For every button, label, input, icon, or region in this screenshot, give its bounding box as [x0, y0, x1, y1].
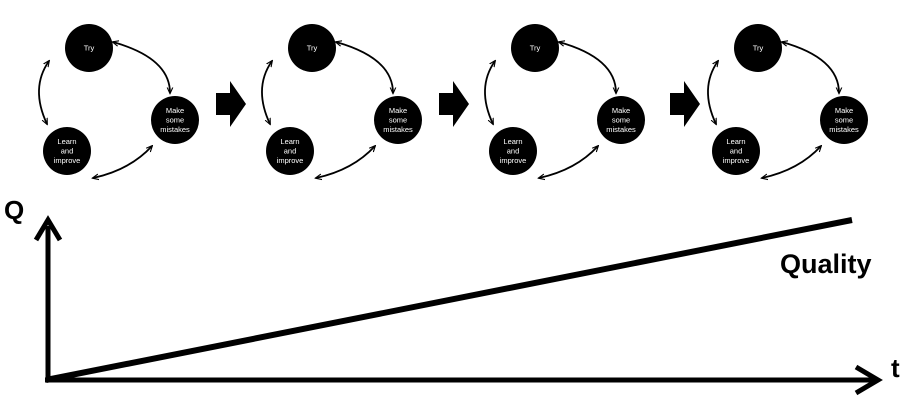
learn-label-line: and — [507, 147, 520, 156]
arrow-try-to-mistakes — [336, 42, 393, 93]
arrow-try-to-mistakes — [113, 42, 170, 93]
learn-label-line: improve — [277, 156, 304, 165]
mistakes-label-line: some — [389, 116, 407, 125]
arrow-learn-to-try — [484, 61, 495, 124]
try-label: Try — [84, 44, 95, 53]
mistakes-node — [820, 96, 868, 144]
learn-label-line: Learn — [280, 137, 299, 146]
learn-label-line: and — [61, 147, 74, 156]
learn-label-line: and — [730, 147, 743, 156]
mistakes-label-line: Make — [612, 106, 630, 115]
mistakes-label-line: mistakes — [160, 125, 190, 134]
quality-label: Quality — [780, 249, 872, 279]
arrow-mistakes-to-learn — [539, 146, 598, 178]
mistakes-label-line: some — [835, 116, 853, 125]
learn-label-line: Learn — [503, 137, 522, 146]
arrow-mistakes-to-learn — [316, 146, 375, 178]
arrow-learn-to-try — [38, 61, 49, 124]
quality-graph: Q t Quality — [4, 195, 900, 396]
learn-label-line: improve — [723, 156, 750, 165]
learn-label-line: Learn — [57, 137, 76, 146]
y-axis-arrowhead — [33, 215, 63, 242]
learn-label-line: improve — [54, 156, 81, 165]
mistakes-node — [597, 96, 645, 144]
learn-node — [43, 127, 91, 175]
progress-arrows — [216, 81, 700, 127]
y-axis-label: Q — [4, 195, 24, 225]
mistakes-node — [374, 96, 422, 144]
mistakes-label-line: mistakes — [606, 125, 636, 134]
mistakes-label-line: some — [612, 116, 630, 125]
quality-line — [45, 217, 853, 383]
try-node — [511, 24, 559, 72]
try-label: Try — [753, 44, 764, 53]
learn-node — [712, 127, 760, 175]
learn-label-line: improve — [500, 156, 527, 165]
progress-arrow-3 — [670, 81, 700, 127]
arrow-try-to-mistakes — [559, 42, 616, 93]
arrow-learn-to-try — [707, 61, 718, 124]
try-node — [288, 24, 336, 72]
progress-arrow-2 — [439, 81, 469, 127]
try-label-line: Try — [753, 44, 764, 53]
arrow-try-to-mistakes — [782, 42, 839, 93]
try-node — [65, 24, 113, 72]
progress-arrow-1 — [216, 81, 246, 127]
try-label-line: Try — [530, 44, 541, 53]
try-label: Try — [307, 44, 318, 53]
try-node — [734, 24, 782, 72]
learn-node — [489, 127, 537, 175]
mistakes-label-line: some — [166, 116, 184, 125]
mistakes-label-line: Make — [835, 106, 853, 115]
try-label-line: Try — [307, 44, 318, 53]
try-label-line: Try — [84, 44, 95, 53]
try-label: Try — [530, 44, 541, 53]
mistakes-label-line: Make — [166, 106, 184, 115]
learn-node — [266, 127, 314, 175]
x-axis-arrowhead — [854, 364, 883, 396]
learn-label-line: Learn — [726, 137, 745, 146]
mistakes-label-line: Make — [389, 106, 407, 115]
mistakes-label-line: mistakes — [383, 125, 413, 134]
arrow-learn-to-try — [261, 61, 272, 124]
mistakes-label-line: mistakes — [829, 125, 859, 134]
mistakes-node — [151, 96, 199, 144]
arrow-mistakes-to-learn — [762, 146, 821, 178]
x-axis-label: t — [891, 353, 900, 383]
learn-label-line: and — [284, 147, 297, 156]
arrow-mistakes-to-learn — [93, 146, 152, 178]
